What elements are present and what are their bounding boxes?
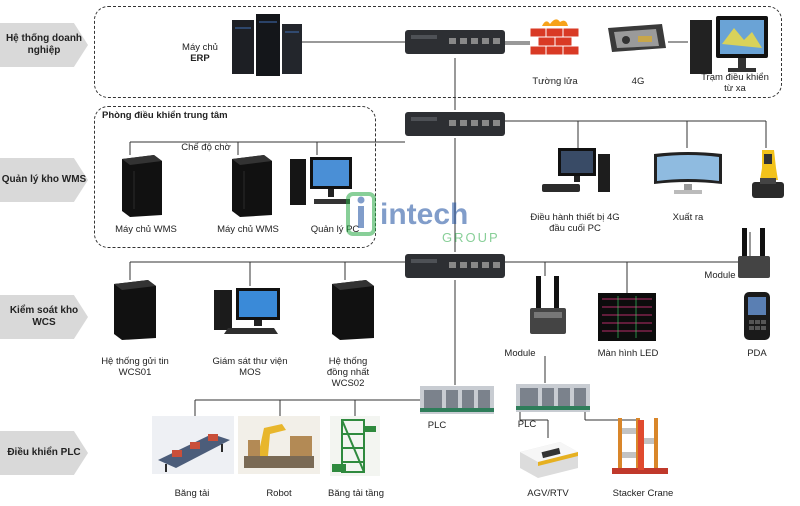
floor-conveyor-icon <box>330 416 380 476</box>
layer-wcs: Kiểm soát kho WCS <box>0 295 88 339</box>
library-monitor-line2: MOS <box>239 367 261 378</box>
sync-server-icon <box>332 280 374 340</box>
switch-icon <box>405 30 505 54</box>
message-system-line2: WCS01 <box>118 367 152 378</box>
firewall-icon <box>530 19 580 56</box>
module-antenna-icon <box>530 276 566 334</box>
robot-label: Robot <box>266 488 292 499</box>
output-label: Xuất ra <box>672 212 704 223</box>
module-left-label: Module <box>504 348 536 359</box>
firewall-label: Tường lửa <box>532 76 578 87</box>
plc-icon <box>516 384 590 412</box>
terminal-pc-icon <box>542 148 610 192</box>
layer-plc: Điều khiển PLC <box>0 431 88 475</box>
sync-system-line3: WCS02 <box>331 378 365 389</box>
wms-server-icon <box>122 155 162 217</box>
layer-label: Kiểm soát kho WCS <box>9 305 79 328</box>
erp-label-line2: ERP <box>190 53 210 64</box>
wms-server-2-label: Máy chủ WMS <box>217 224 279 235</box>
robot-icon <box>238 416 320 474</box>
router-4g-icon <box>608 24 666 52</box>
layer-enterprise: Hệ thống doanh nghiệp <box>0 23 88 67</box>
agv-icon <box>520 442 578 478</box>
remote-station-line1: Trạm điều khiển <box>701 72 769 83</box>
enterprise-zone <box>94 6 782 98</box>
led-screen-icon <box>598 293 656 341</box>
conveyor-label: Băng tải <box>174 488 210 499</box>
remote-station-line2: từ xa <box>724 83 746 94</box>
plc-1-label: PLC <box>427 420 447 431</box>
logo-text-group: GROUP <box>442 230 500 245</box>
logo-text-intech: intech <box>380 198 468 231</box>
stacker-crane-label: Stacker Crane <box>612 488 674 499</box>
library-monitor-line1: Giám sát thư viện <box>212 356 288 367</box>
module-antenna-icon <box>738 228 770 278</box>
erp-label-line1: Máy chủ <box>182 42 218 53</box>
switch-icon <box>405 254 505 278</box>
sync-system-line2: đồng nhất <box>326 367 370 378</box>
led-screen-label: Màn hình LED <box>597 348 659 359</box>
terminal-4g-line1: Điều hành thiết bị 4G <box>530 212 620 223</box>
pc-manager-label: Quản lý PC <box>310 224 360 235</box>
wms-server-1-label: Máy chủ WMS <box>115 224 177 235</box>
message-server-icon <box>114 280 156 340</box>
agv-label: AGV/RTV <box>527 488 569 499</box>
stacker-crane-icon <box>612 418 668 474</box>
layer-label: Quản lý kho WMS <box>1 174 87 185</box>
message-system-line1: Hệ thống gửi tin <box>101 356 169 367</box>
switch-icon <box>405 112 505 136</box>
4g-label: 4G <box>631 76 645 87</box>
plc-2-label: PLC <box>517 419 537 430</box>
conveyor-icon <box>152 416 234 474</box>
monitoring-pc-icon <box>214 288 280 334</box>
layer-wms: Quản lý kho WMS <box>0 158 88 202</box>
pda-label: PDA <box>747 348 767 359</box>
module-right-label: Module <box>704 270 736 281</box>
floor-conveyor-label: Băng tải tầng <box>328 488 384 499</box>
pc-icon <box>290 157 352 205</box>
control-room-title: Phòng điều khiển trung tâm <box>102 110 228 121</box>
pda-icon <box>744 292 770 340</box>
erp-server-icon <box>232 14 302 76</box>
terminal-4g-line2: đầu cuối PC <box>549 223 601 234</box>
monitor-icon <box>654 152 722 194</box>
control-room-title-text: Phòng điều khiển trung tâm <box>102 110 228 121</box>
barcode-scanner-icon <box>752 150 784 198</box>
plc-icon <box>420 386 494 414</box>
remote-station-icon <box>690 16 768 74</box>
layer-label: Điều khiển PLC <box>7 447 81 458</box>
sync-system-line1: Hệ thống <box>328 356 368 367</box>
wms-server-icon <box>232 155 272 217</box>
control-room-zone <box>94 106 376 248</box>
layer-label: Hệ thống doanh nghiệp <box>5 33 83 56</box>
standby-label: Chế độ chờ <box>181 142 231 153</box>
intech-group-logo: intech GROUP <box>346 192 500 245</box>
